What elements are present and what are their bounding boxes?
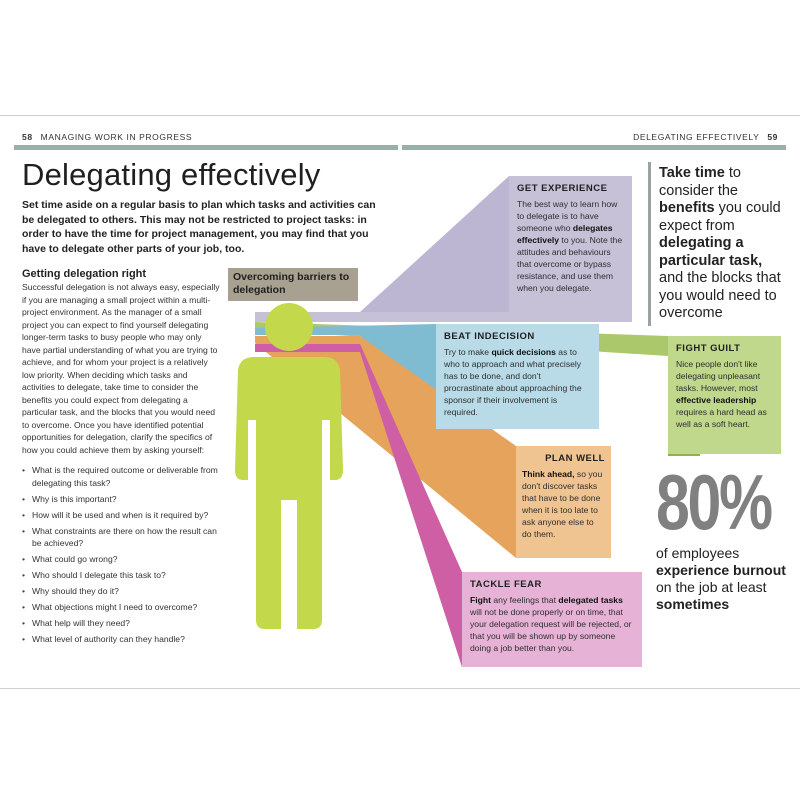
person-figure — [235, 303, 343, 629]
text-run: Nice people don't like delegating unplea… — [676, 359, 761, 393]
person-head — [265, 303, 313, 351]
text-run: so you don't discover tasks that have to… — [522, 469, 603, 539]
get-experience-box: GET EXPERIENCE The best way to learn how… — [509, 176, 632, 312]
emphasis-text: Take time — [659, 165, 725, 181]
left-running-header: 58 MANAGING WORK IN PROGRESS — [22, 132, 192, 142]
emphasis-text: delegates effectively — [517, 223, 613, 245]
fight-guilt-title: FIGHT GUILT — [676, 343, 741, 354]
emphasis-text: delegating a particular task, — [659, 235, 763, 269]
list-item: Why should they do it? — [22, 585, 220, 598]
beat-indecision-text: Try to make quick decisions as to who to… — [444, 346, 591, 418]
body-paragraph: Successful delegation is not always easy… — [22, 282, 220, 455]
left-section-title: MANAGING WORK IN PROGRESS — [40, 132, 193, 142]
take-time-callout: Take time to consider the benefits you c… — [648, 162, 788, 326]
text-run: to consider the — [659, 165, 741, 199]
left-page-number: 58 — [22, 132, 33, 142]
list-item: What level of authority can they handle? — [22, 633, 220, 646]
fight-guilt-text: Nice people don't like delegating unplea… — [676, 358, 773, 430]
text-run: to you. Note the attitudes and behaviour… — [517, 235, 623, 293]
emphasis-text: quick decisions — [491, 347, 556, 357]
get-experience-text: The best way to learn how to delegate is… — [517, 198, 624, 294]
right-header-rule — [402, 145, 786, 150]
text-run: you could expect from — [659, 200, 781, 234]
left-header-rule — [14, 145, 398, 150]
text-run: and the blocks that you would need to ov… — [659, 270, 781, 321]
statistic-caption: of employees experience burnout on the j… — [656, 545, 788, 613]
emphasis-text: effective leadership — [676, 395, 757, 405]
tackle-fear-ribbon — [255, 344, 462, 667]
list-item: What help will they need? — [22, 617, 220, 630]
list-item: What constraints are there on how the re… — [22, 525, 220, 550]
beat-indecision-box: BEAT INDECISION Try to make quick decisi… — [436, 324, 599, 429]
text-run: any feelings that — [491, 595, 559, 605]
get-experience-band — [255, 312, 632, 322]
list-item: What objections might I need to overcome… — [22, 601, 220, 614]
page-title: Delegating effectively — [22, 157, 321, 192]
beat-indecision-ribbon — [255, 324, 436, 429]
fight-guilt-box: FIGHT GUILT Nice people don't like deleg… — [668, 336, 781, 454]
list-item: What is the required outcome or delivera… — [22, 464, 220, 489]
get-experience-title: GET EXPERIENCE — [517, 183, 608, 194]
plan-well-box: PLAN WELL Think ahead, so you don't disc… — [516, 446, 611, 558]
get-experience-ribbon — [360, 176, 509, 312]
text-run: will not be done properly or on time, th… — [470, 607, 632, 653]
text-run: as to who to approach and what precisely… — [444, 347, 582, 417]
beat-indecision-title: BEAT INDECISION — [444, 331, 535, 342]
person-body — [235, 357, 343, 629]
text-run: of employees — [656, 545, 740, 561]
plan-well-title: PLAN WELL — [545, 453, 605, 464]
barrier-label: Overcoming barriers to delegation — [228, 268, 358, 301]
right-section-title: DELEGATING EFFECTIVELY — [633, 132, 760, 142]
list-item: What could go wrong? — [22, 553, 220, 566]
right-page-number: 59 — [767, 132, 778, 142]
emphasis-text: Fight — [470, 595, 491, 605]
list-item: Who should I delegate this task to? — [22, 569, 220, 582]
section-heading: Getting delegation right — [22, 268, 147, 280]
tackle-fear-title: TACKLE FEAR — [470, 579, 542, 590]
text-run: The best way to learn how to delegate is… — [517, 199, 618, 233]
text-run: requires a hard head as well as a soft h… — [676, 407, 767, 429]
emphasis-text: Think ahead, — [522, 469, 575, 479]
text-run: on the job at least — [656, 579, 767, 595]
list-item: Why is this important? — [22, 493, 220, 506]
tackle-fear-box: TACKLE FEAR Fight any feelings that dele… — [462, 572, 642, 667]
intro-paragraph: Set time aside on a regular basis to pla… — [22, 199, 376, 255]
emphasis-text: benefits — [659, 200, 715, 216]
text-run: Try to make — [444, 347, 492, 357]
emphasis-text: sometimes — [656, 596, 730, 612]
emphasis-text: delegated tasks — [558, 595, 623, 605]
emphasis-text: experience burnout — [656, 562, 786, 578]
right-running-header: DELEGATING EFFECTIVELY 59 — [633, 132, 778, 142]
plan-well-text: Think ahead, so you don't discover tasks… — [522, 468, 605, 540]
statistic-number: 80% — [656, 458, 773, 546]
tackle-fear-text: Fight any feelings that delegated tasks … — [470, 594, 634, 654]
list-item: How will it be used and when is it requi… — [22, 509, 220, 522]
question-list: What is the required outcome or delivera… — [22, 464, 220, 649]
